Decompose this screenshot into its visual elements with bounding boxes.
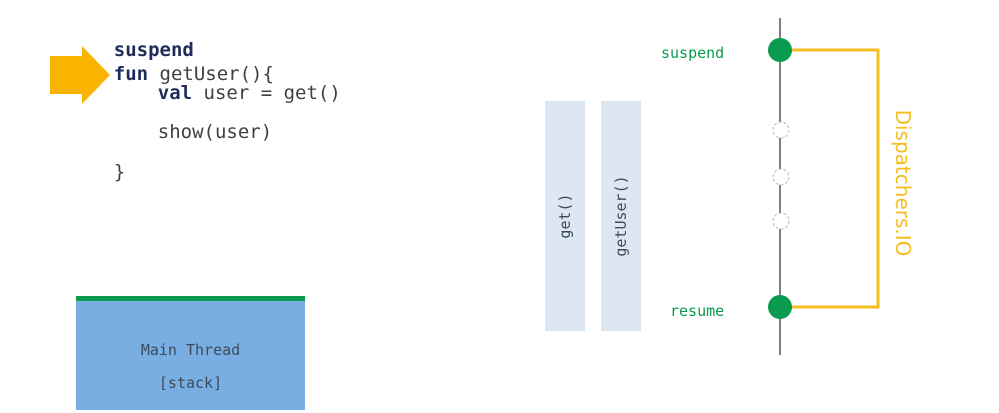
code-line-4: } [68,136,125,208]
dispatcher-bracket [780,48,880,309]
keyword-fun: fun [113,63,149,85]
dispatcher-io-label: Dispatchers.IO [891,109,915,257]
keyword-suspend: suspend [113,39,194,61]
stack-subtitle: [stack] [158,374,223,392]
code-line-1: suspend fun getUser(){ [68,14,274,110]
show-call: show(user) [157,121,273,143]
code-line-2: val user = get() [112,57,341,129]
frame-get: get() [545,101,585,331]
resume-node [768,295,792,319]
suspend-node [768,38,792,62]
pending-node-3 [772,212,790,230]
keyword-val: val [157,82,193,104]
val-assignment: user = get() [192,82,341,104]
pending-node-1 [772,121,790,139]
frame-getuser: getUser() [601,101,641,331]
function-signature: getUser(){ [148,63,274,85]
stack-title: Main Thread [140,341,241,359]
code-line-3: show(user) [112,96,272,168]
pending-node-2 [772,168,790,186]
main-thread-stack: Main Thread [stack] [76,296,305,410]
resume-label: resume [670,302,725,320]
closing-brace: } [113,161,126,183]
suspend-label: suspend [661,44,725,62]
